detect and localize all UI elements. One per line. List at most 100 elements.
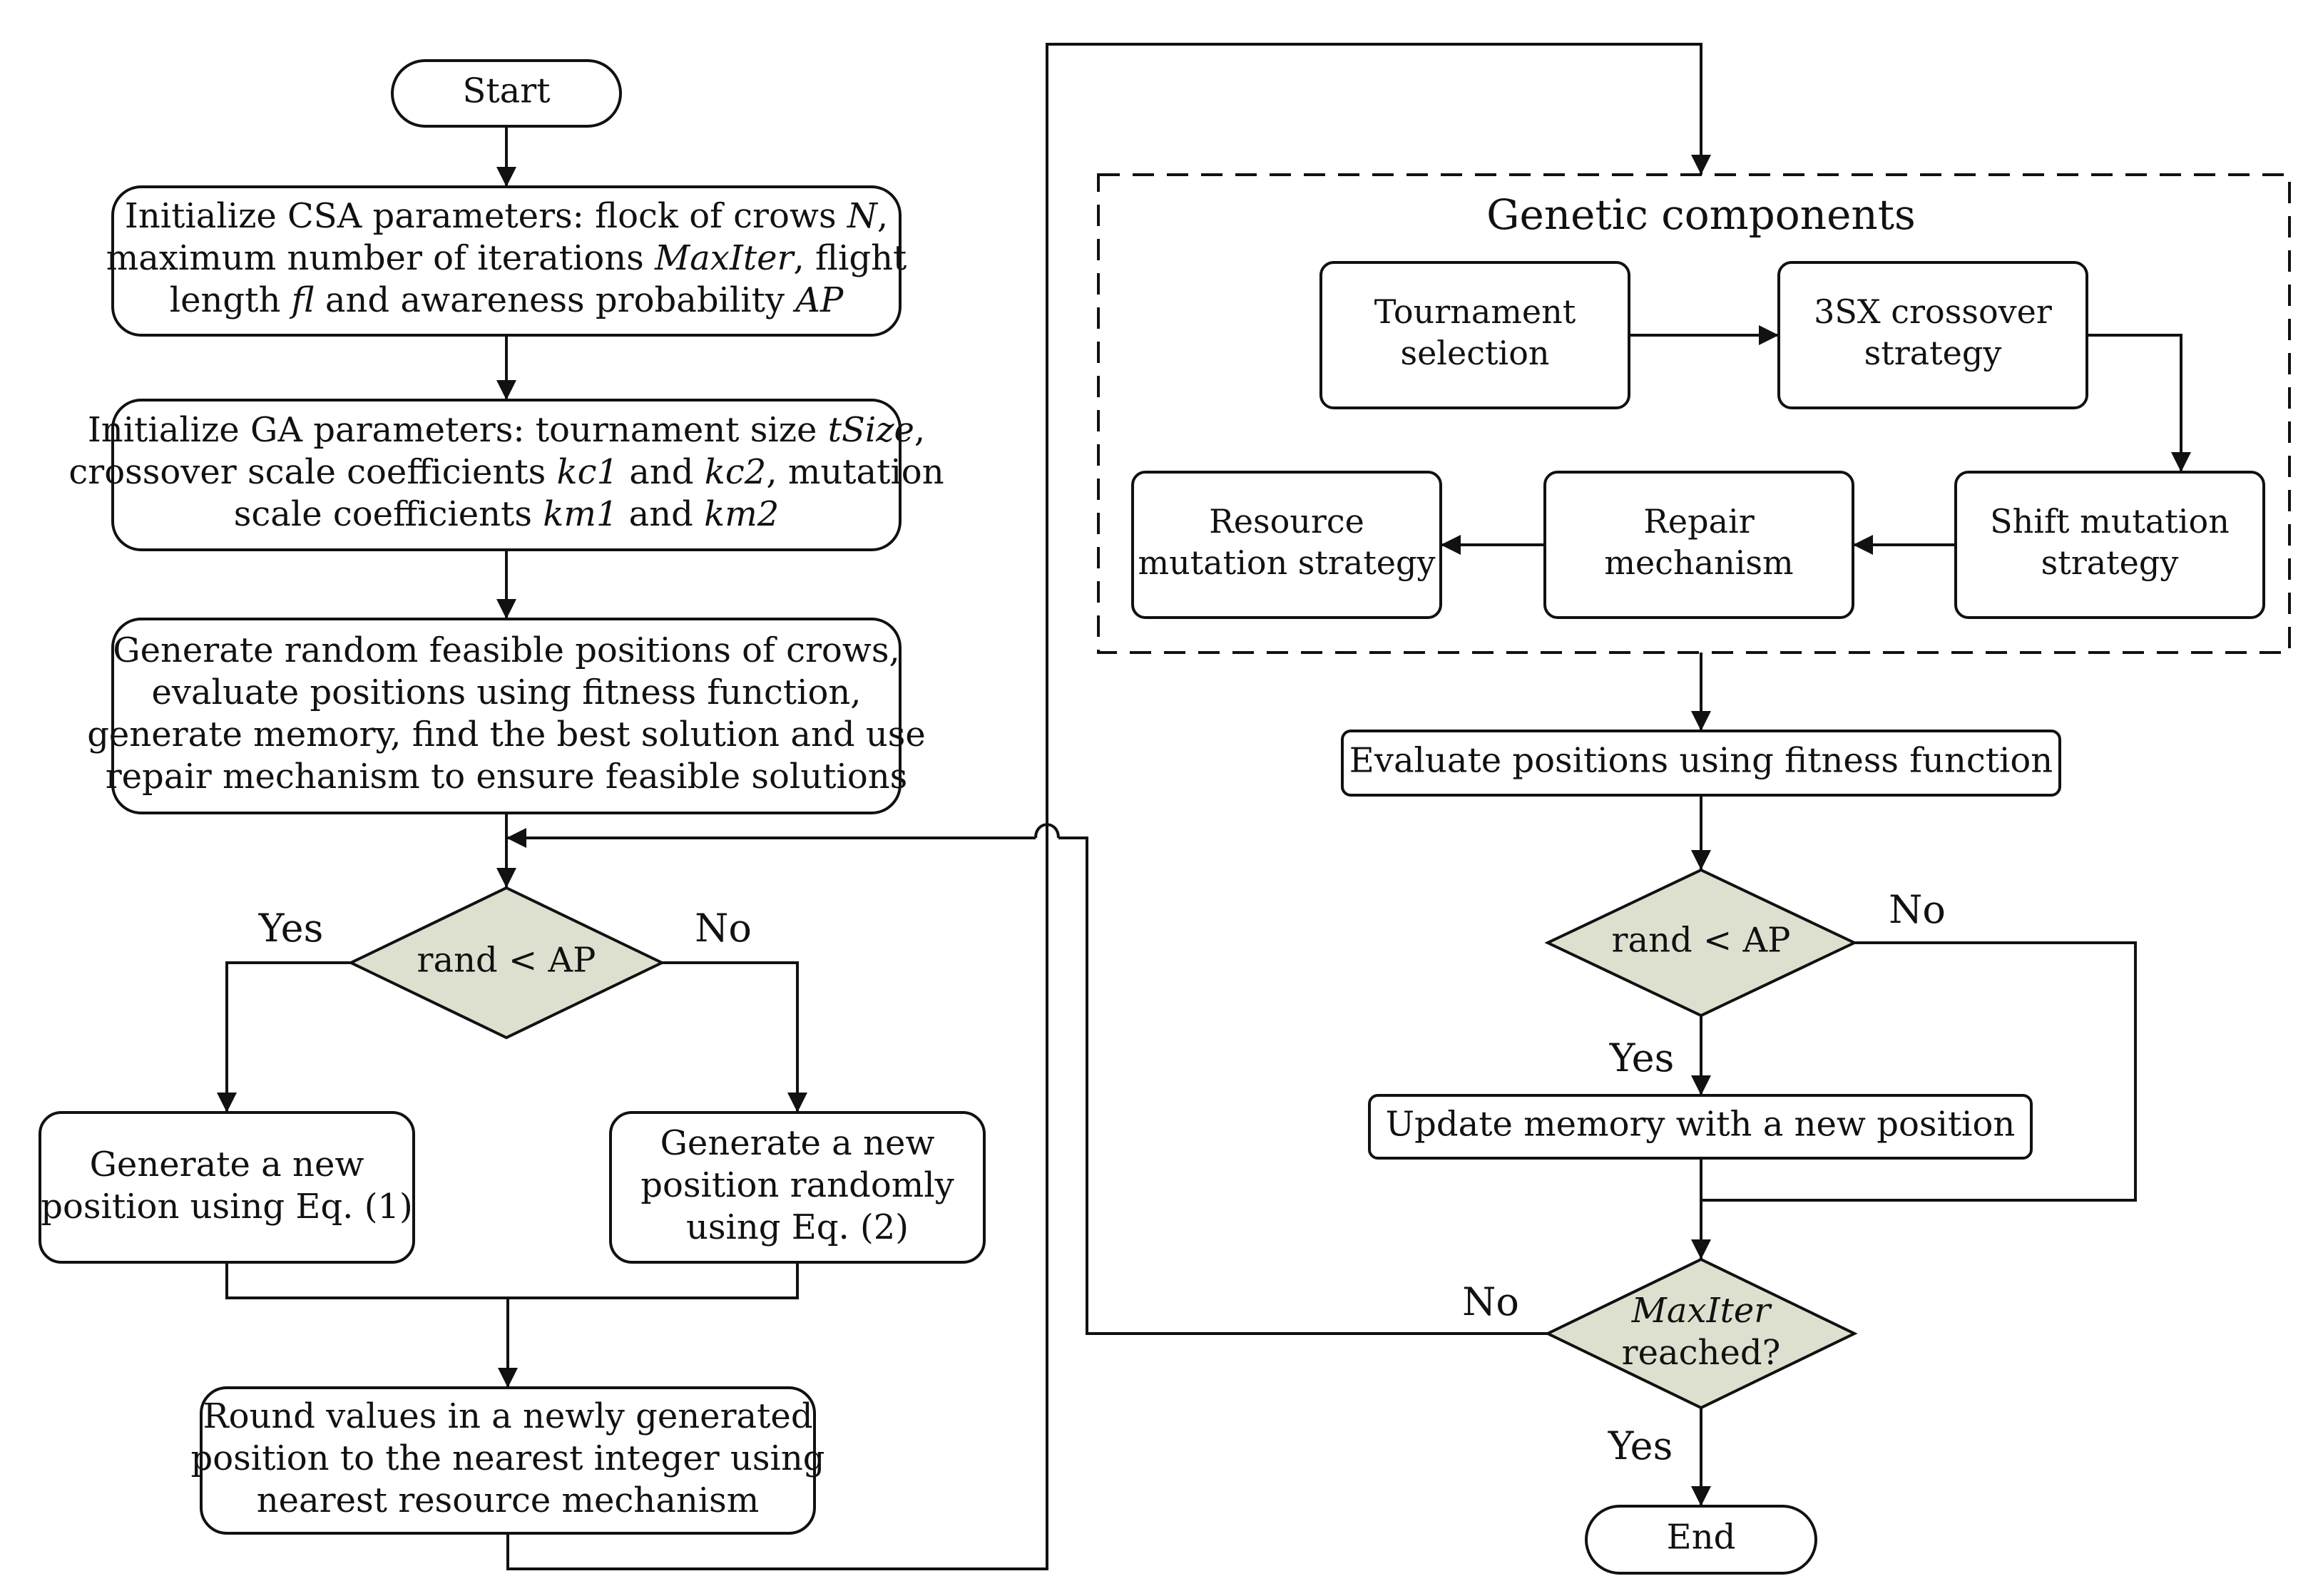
text-line: Initialize GA parameters: tournament siz…	[88, 410, 828, 450]
arrow-round-to-genetic	[506, 43, 1711, 1570]
text-line: Repair	[1643, 502, 1754, 541]
text-line: , mutation	[766, 452, 944, 492]
evaluate-positions-box: Evaluate positions using fitness functio…	[1341, 730, 2061, 797]
update-memory-box: Update memory with a new position	[1368, 1094, 2033, 1160]
start-terminal: Start	[391, 59, 622, 128]
text-line: MaxIter	[1631, 1291, 1772, 1331]
text-line: selection	[1400, 334, 1549, 372]
loop-back-line-lower	[1058, 837, 1548, 1335]
text-line: using Eq. (2)	[686, 1207, 909, 1247]
connectors	[217, 43, 2191, 1570]
text-line: crossover scale coefficients	[68, 452, 556, 492]
init-ga-text: Initialize GA parameters: tournament siz…	[68, 410, 944, 534]
evaluate-positions-text: Evaluate positions using fitness functio…	[1349, 741, 2053, 781]
text-line: and awareness probability	[315, 280, 796, 320]
text-line: Generate a new	[90, 1145, 364, 1185]
text-line: ,	[877, 196, 888, 236]
start-label: Start	[462, 71, 550, 111]
arrow-decision-no-to-eq2	[662, 961, 807, 1112]
text-line: nearest resource mechanism	[257, 1480, 760, 1520]
text-line: kc1	[557, 452, 619, 492]
init-csa-text: Initialize CSA parameters: flock of crow…	[106, 196, 907, 320]
text-line: evaluate positions using fitness functio…	[151, 672, 861, 712]
no-label-right: No	[1889, 887, 1946, 932]
text-line: AP	[792, 280, 844, 320]
text-line: position to the nearest integer using	[191, 1438, 825, 1478]
text-line: N	[847, 196, 879, 236]
genetic-components-title: Genetic components	[1486, 190, 1916, 239]
yes-label-right: Yes	[1609, 1035, 1675, 1080]
text-line: Generate random feasible positions of cr…	[113, 630, 900, 670]
text-line: kc2	[705, 452, 767, 492]
text-line: tSize	[828, 410, 914, 450]
text-line: strategy	[2041, 543, 2179, 582]
text-line: km2	[704, 494, 779, 534]
decision-rand-ap-left-label: rand < AP	[417, 941, 596, 981]
no-label-left: No	[695, 906, 752, 951]
loop-back-crossing-hop	[1034, 823, 1060, 839]
text-line: and	[618, 452, 705, 492]
text-line: length	[170, 280, 292, 320]
arrow-decision-yes-to-eq1	[217, 961, 351, 1112]
text-line: position using Eq. (1)	[41, 1187, 412, 1227]
yes-label-maxiter: Yes	[1608, 1423, 1673, 1468]
init-csa-box: Initialize CSA parameters: flock of crow…	[106, 185, 907, 337]
end-label: End	[1667, 1518, 1736, 1557]
text-line: km1	[543, 494, 618, 534]
decision-rand-ap-left: rand < AP	[347, 886, 665, 1040]
text-line: Round values in a newly generated	[203, 1396, 812, 1436]
decision-rand-ap-right: rand < AP	[1544, 868, 1858, 1018]
text-line: strategy	[1864, 334, 2002, 372]
text-line: MaxIter	[654, 238, 795, 278]
end-terminal: End	[1585, 1505, 1817, 1575]
text-line: Resource	[1209, 502, 1364, 541]
generate-positions-box: Generate random feasible positions of cr…	[87, 618, 926, 814]
merge-line-eq1-eq2	[225, 1262, 799, 1299]
yes-label-left: Yes	[258, 906, 324, 951]
decision-rand-ap-right-label: rand < AP	[1612, 921, 1791, 961]
text-line: Initialize CSA parameters: flock of crow…	[125, 196, 847, 236]
text-line: fl	[290, 280, 315, 320]
text-line: Generate a new	[660, 1123, 935, 1163]
text-line: position randomly	[640, 1165, 954, 1205]
init-ga-box: Initialize GA parameters: tournament siz…	[68, 399, 944, 551]
text-line: repair mechanism to ensure feasible solu…	[106, 757, 908, 797]
text-line: and	[618, 494, 704, 534]
line-decision-no-bypass	[1701, 941, 2137, 1202]
text-line: scale coefficients	[234, 494, 543, 534]
text-line: generate memory, find the best solution …	[87, 715, 926, 754]
text-line: reached?	[1622, 1333, 1781, 1373]
generate-positions-text: Generate random feasible positions of cr…	[87, 630, 926, 797]
text-line: mechanism	[1604, 543, 1793, 582]
text-line: Shift mutation	[1990, 502, 2230, 541]
update-memory-text: Update memory with a new position	[1386, 1105, 2016, 1145]
no-label-maxiter: No	[1462, 1279, 1519, 1324]
text-line: 3SX crossover	[1814, 292, 2052, 331]
text-line: , flight	[793, 238, 907, 278]
text-line: ,	[914, 410, 925, 450]
arrow-crossover-to-shift	[2087, 334, 2191, 472]
text-line: maximum number of iterations	[106, 238, 655, 278]
text-line: mutation strategy	[1138, 543, 1436, 582]
text-line: Tournament	[1374, 292, 1576, 331]
